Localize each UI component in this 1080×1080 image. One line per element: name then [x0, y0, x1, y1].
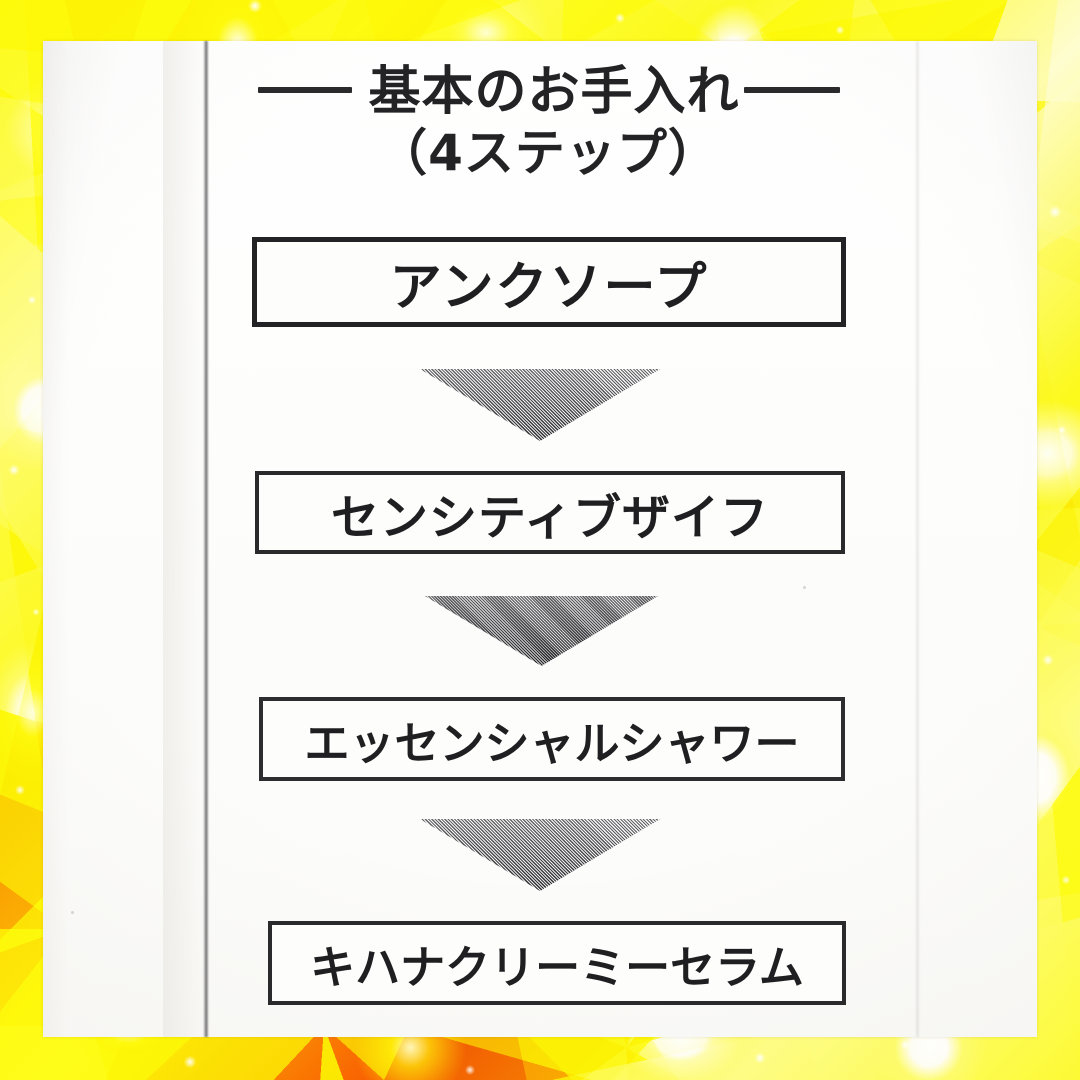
arrow-1-triangle: [420, 369, 660, 441]
step-box-1[interactable]: アンクソープ: [252, 237, 846, 327]
title-subtitle: （4ステップ）: [377, 124, 719, 183]
paper-crease-right: [915, 41, 920, 1037]
title-main-text: 基本のお手入れ: [368, 62, 740, 122]
step-box-1-label: アンクソープ: [389, 257, 709, 318]
title-dash-right-icon: [743, 87, 840, 94]
step-box-3-label: エッセンシャルシャワー: [304, 716, 800, 770]
page-binding-line: [203, 41, 209, 1037]
paper-speck: [803, 586, 806, 589]
step-box-3[interactable]: エッセンシャルシャワー: [259, 697, 845, 781]
arrow-2-triangle: [425, 596, 658, 666]
step-box-2[interactable]: センシティブザイフ: [255, 471, 845, 554]
page-title: 基本のお手入れ （4ステップ）: [43, 63, 1037, 183]
step-box-4[interactable]: キハナクリーミーセラム: [268, 921, 846, 1005]
paper-sheet: 基本のお手入れ （4ステップ） アンクソープ センシティブザイフ: [43, 41, 1037, 1037]
arrow-3-triangle: [420, 819, 660, 891]
title-dash-left-icon: [258, 87, 353, 94]
step-box-2-label: センシティブザイフ: [330, 489, 770, 546]
page-binding-highlight: [163, 41, 207, 1037]
title-main-line: 基本のお手入れ: [43, 63, 1037, 121]
paper-speck: [71, 911, 74, 914]
flowchart-content: 基本のお手入れ （4ステップ） アンクソープ センシティブザイフ: [43, 41, 1037, 1037]
step-box-4-label: キハナクリーミーセラム: [310, 940, 804, 994]
